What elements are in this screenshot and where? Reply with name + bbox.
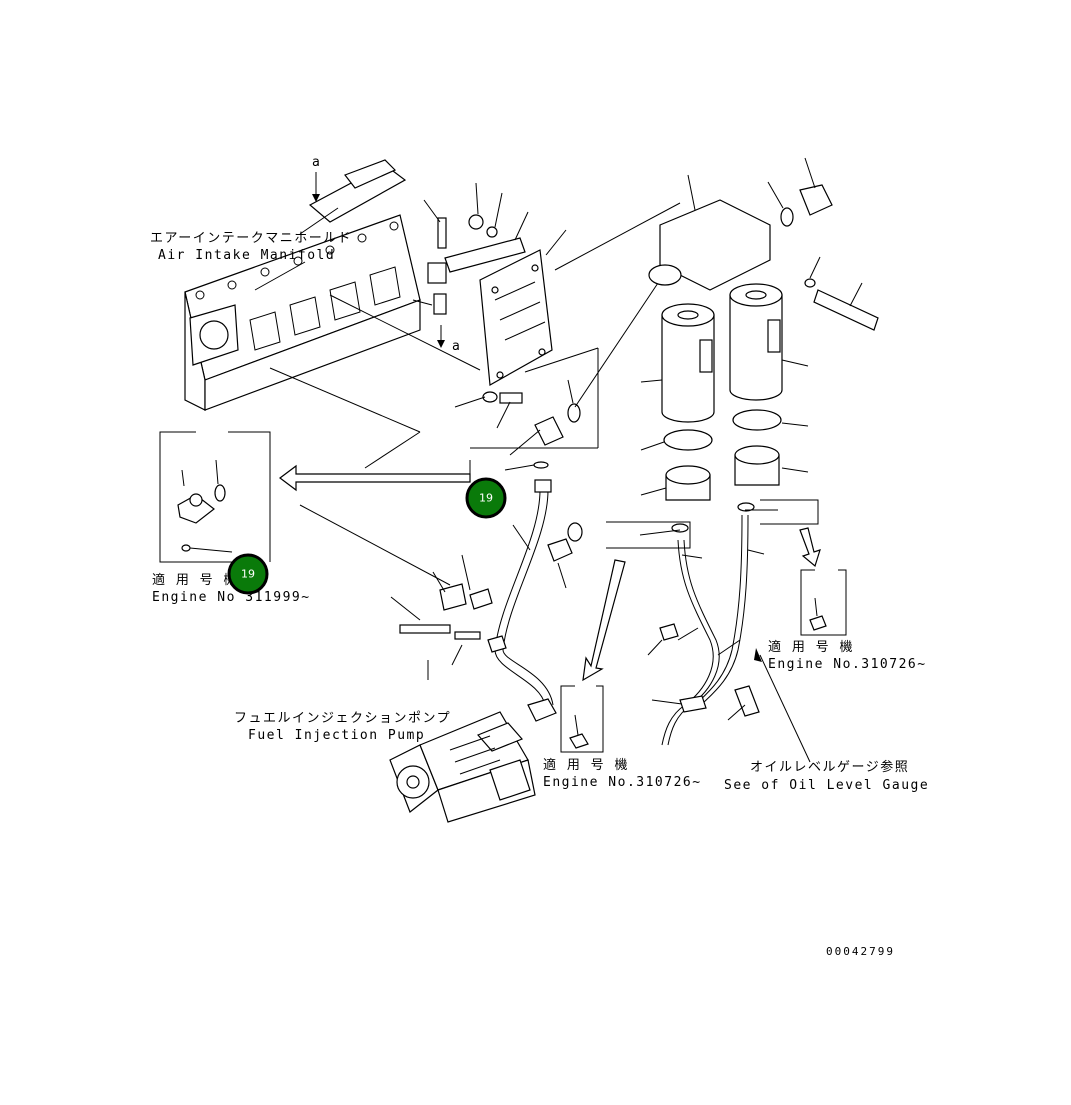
fuel-pump-label-jp: フュエルインジェクションポンプ <box>234 711 451 726</box>
reference-a-bottom: a <box>437 325 461 354</box>
applicable-label-2: 適 用 号 機 <box>768 639 854 655</box>
svg-text:a: a <box>452 339 461 354</box>
reference-a-top: a <box>312 155 321 202</box>
fuel-pump-label-en: Fuel Injection Pump <box>248 728 425 743</box>
oil-level-gauge-pointer <box>754 648 811 763</box>
applicable-label-1: 適 用 号 機 <box>152 572 238 588</box>
filter-head-leaders <box>687 157 863 307</box>
engine-no-label-3: Engine No.310726~ <box>543 775 702 790</box>
air-intake-label-en: Air Intake Manifold <box>158 248 335 263</box>
detail-box-engine-311999 <box>159 431 271 563</box>
engine-no-label-1: Engine No 311999~ <box>152 590 311 605</box>
air-intake-label-jp: エアーインテークマニホールド <box>150 231 352 246</box>
filter-leaders <box>640 359 809 496</box>
fuel-injection-pump <box>389 711 536 823</box>
detail-arrow-left <box>279 460 471 492</box>
bracket-leader-lines <box>412 182 599 471</box>
callout-19-left[interactable]: 19 <box>227 553 269 595</box>
callout-19-center[interactable]: 19 <box>465 477 507 519</box>
mounting-bracket <box>427 214 581 469</box>
drawing-number: 00042799 <box>826 945 895 958</box>
tube-leaders <box>647 549 765 721</box>
oil-filter-right <box>729 283 783 512</box>
filter-detail-brackets <box>606 499 819 549</box>
detail-arrow-right <box>799 527 821 568</box>
fuel-line <box>399 479 583 722</box>
oil-filter-left <box>661 303 715 533</box>
filter-head <box>648 184 879 331</box>
reference-lines <box>269 202 681 586</box>
oil-level-label-jp: オイルレベルゲージ参照 <box>750 759 909 775</box>
oil-level-label-en: See of Oil Level Gauge <box>724 778 929 793</box>
detail-box-engine-310726-center <box>560 685 604 753</box>
air-intake-manifold <box>184 159 421 411</box>
engine-no-label-2: Engine No.310726~ <box>768 657 927 672</box>
detail-arrow-center <box>582 559 626 682</box>
oil-level-tubes <box>659 514 760 746</box>
fuel-line-leaders <box>390 524 567 680</box>
detail-box-engine-310726-right <box>800 569 847 636</box>
svg-text:a: a <box>312 155 321 170</box>
applicable-label-3: 適 用 号 機 <box>543 757 629 773</box>
